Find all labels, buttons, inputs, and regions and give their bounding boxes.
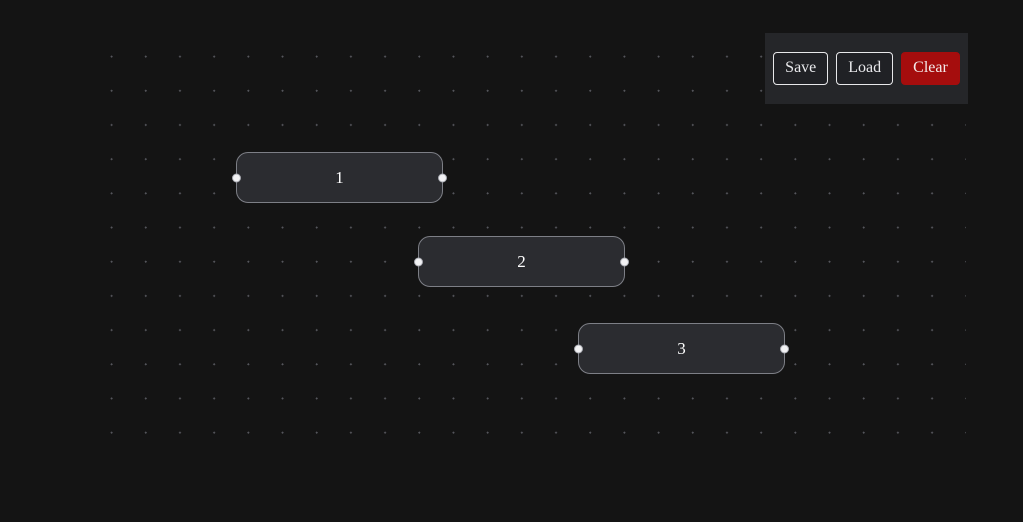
node-label: 2 [517, 252, 526, 271]
clear-button[interactable]: Clear [901, 52, 960, 85]
graph-node[interactable]: 1 [232, 152, 447, 203]
node-input-port[interactable] [232, 173, 241, 182]
node-output-port[interactable] [780, 344, 789, 353]
node-input-port[interactable] [414, 257, 423, 266]
node-label: 3 [677, 339, 686, 358]
save-button[interactable]: Save [773, 52, 829, 85]
node-output-port[interactable] [438, 173, 447, 182]
node-output-port[interactable] [620, 257, 629, 266]
graph-node[interactable]: 3 [574, 323, 789, 374]
node-input-port[interactable] [574, 344, 583, 353]
editor-toolbar: Save Load Clear [765, 33, 968, 104]
graph-node[interactable]: 2 [414, 236, 629, 287]
node-label: 1 [335, 168, 344, 187]
load-button[interactable]: Load [836, 52, 894, 85]
